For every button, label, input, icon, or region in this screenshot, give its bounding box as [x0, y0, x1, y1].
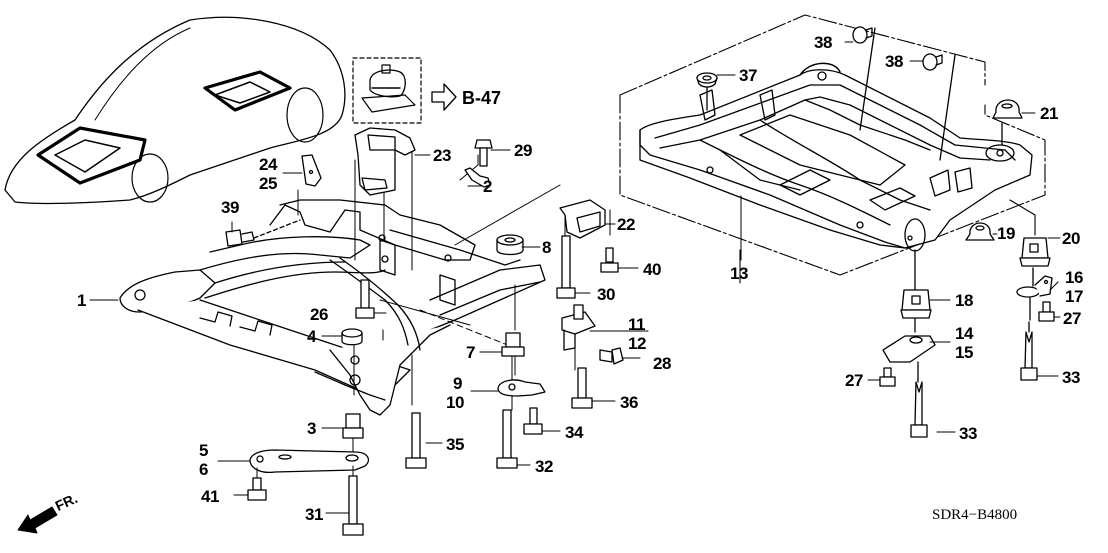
callout-38-right[interactable]: 38 — [885, 52, 903, 71]
part-23-bracket — [354, 127, 416, 196]
callout-5[interactable]: 5 — [199, 441, 208, 460]
part-33-bolt-right — [1020, 321, 1038, 381]
callout-19[interactable]: 19 — [997, 224, 1015, 243]
part-38b-plug — [922, 53, 956, 161]
part-32-bolt — [496, 409, 518, 469]
part-22-bracket — [559, 199, 606, 239]
callout-23[interactable]: 23 — [433, 146, 451, 165]
callout-28[interactable]: 28 — [653, 354, 671, 373]
callout-11[interactable]: 11 — [628, 315, 645, 334]
reference-label-b47[interactable]: B-47 — [462, 88, 502, 108]
callout-38-left[interactable]: 38 — [814, 33, 832, 52]
callout-32[interactable]: 32 — [535, 457, 553, 476]
leader-lines — [89, 41, 1061, 514]
callout-39[interactable]: 39 — [221, 198, 239, 217]
part-34-bolt — [523, 407, 543, 435]
callout-14[interactable]: 14 — [955, 324, 973, 343]
rear-subframe — [639, 62, 1033, 252]
part-20-bushing — [1019, 237, 1051, 267]
callout-34[interactable]: 34 — [565, 423, 583, 442]
part-24-bracket — [301, 154, 322, 187]
callout-36[interactable]: 36 — [620, 393, 638, 412]
part-27-bolt-left — [879, 367, 896, 387]
callout-35[interactable]: 35 — [446, 435, 464, 454]
part-37-nut — [696, 72, 718, 111]
callout-24[interactable]: 24 — [259, 155, 277, 174]
callout-1[interactable]: 1 — [77, 291, 86, 310]
part-38-plug — [852, 26, 876, 131]
callout-27-left[interactable]: 27 — [845, 371, 863, 390]
part-5-plate — [249, 449, 369, 474]
part-30-bolt — [556, 235, 576, 299]
callout-20[interactable]: 20 — [1062, 229, 1080, 248]
part-31-bolt — [342, 475, 364, 536]
part-8-bushing — [496, 234, 524, 256]
callout-37[interactable]: 37 — [739, 66, 757, 85]
callout-6[interactable]: 6 — [199, 460, 208, 479]
callout-33-right[interactable]: 33 — [1062, 368, 1080, 387]
callout-40[interactable]: 40 — [643, 260, 661, 279]
part-29-bolt — [474, 139, 493, 167]
vehicle-location-inset — [4, 16, 346, 205]
hollow-right-arrow-icon — [431, 83, 457, 111]
callout-25[interactable]: 25 — [259, 174, 277, 193]
callout-2[interactable]: 2 — [483, 177, 492, 196]
callout-13[interactable]: 13 — [730, 264, 748, 283]
callout-41[interactable]: 41 — [201, 487, 219, 506]
part-28-bolt — [599, 347, 624, 365]
callout-12[interactable]: 12 — [628, 334, 646, 353]
part-2-clip — [464, 167, 491, 188]
part-14-plate — [882, 335, 936, 363]
callout-15[interactable]: 15 — [955, 343, 973, 362]
rear-subframe-boundary — [619, 14, 1046, 284]
part-9-plate — [497, 379, 546, 397]
part-11-bracket — [561, 304, 596, 351]
part-41-bolt — [247, 477, 267, 501]
callout-27-right[interactable]: 27 — [1063, 309, 1081, 328]
callout-18[interactable]: 18 — [955, 291, 973, 310]
callout-8[interactable]: 8 — [542, 238, 551, 257]
front-subframe — [119, 199, 546, 416]
part-16-plate — [1016, 267, 1053, 321]
part-33-bolt-left — [910, 361, 928, 438]
part-4-bushing — [341, 328, 363, 346]
callout-33-left[interactable]: 33 — [959, 424, 977, 443]
part-36-bolt — [571, 367, 593, 409]
part-26-bolt — [355, 279, 375, 319]
part-21-nut — [992, 99, 1023, 146]
part-35-bolt — [405, 412, 427, 469]
part-7-bushing — [501, 332, 525, 357]
part-3-bushing — [342, 413, 364, 439]
callout-4[interactable]: 4 — [307, 327, 316, 346]
callout-26[interactable]: 26 — [310, 305, 328, 324]
callout-16[interactable]: 16 — [1065, 268, 1083, 287]
callout-31[interactable]: 31 — [305, 505, 323, 524]
diagram-code: SDR4−B4800 — [932, 507, 1018, 523]
callout-7[interactable]: 7 — [466, 343, 475, 362]
callout-22[interactable]: 22 — [617, 215, 635, 234]
guide-lines-lower — [256, 355, 513, 479]
part-18-bushing — [900, 249, 932, 333]
front-arrow-icon — [17, 506, 58, 534]
part-27-bolt-right — [1038, 301, 1055, 322]
callout-17[interactable]: 17 — [1065, 287, 1083, 306]
callout-3[interactable]: 3 — [307, 419, 316, 438]
callout-29[interactable]: 29 — [514, 141, 532, 160]
callout-30[interactable]: 30 — [597, 285, 615, 304]
callout-10[interactable]: 10 — [446, 393, 464, 412]
part-40-bolt — [600, 247, 619, 273]
callout-21[interactable]: 21 — [1040, 104, 1058, 123]
part-39-bolt — [225, 219, 301, 247]
engine-mount-reference-box — [352, 57, 422, 124]
callout-9[interactable]: 9 — [453, 374, 462, 393]
part-19-nut — [965, 222, 995, 241]
